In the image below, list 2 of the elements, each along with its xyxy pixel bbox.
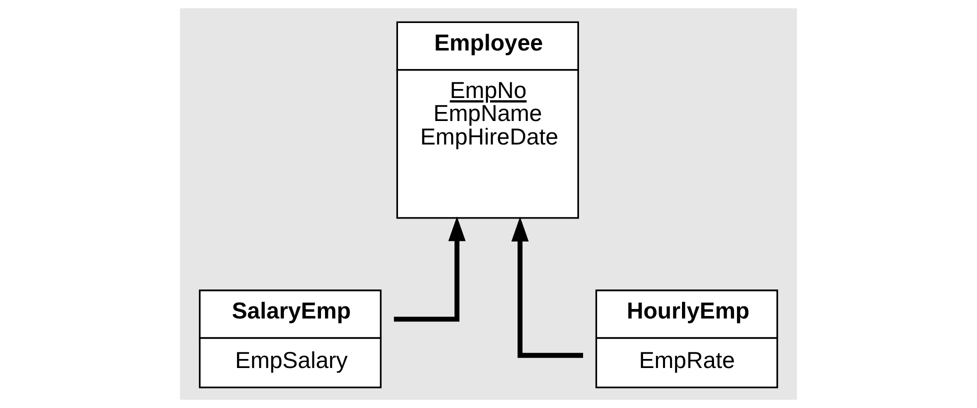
arrow xyxy=(394,216,466,322)
arrow xyxy=(511,216,584,358)
